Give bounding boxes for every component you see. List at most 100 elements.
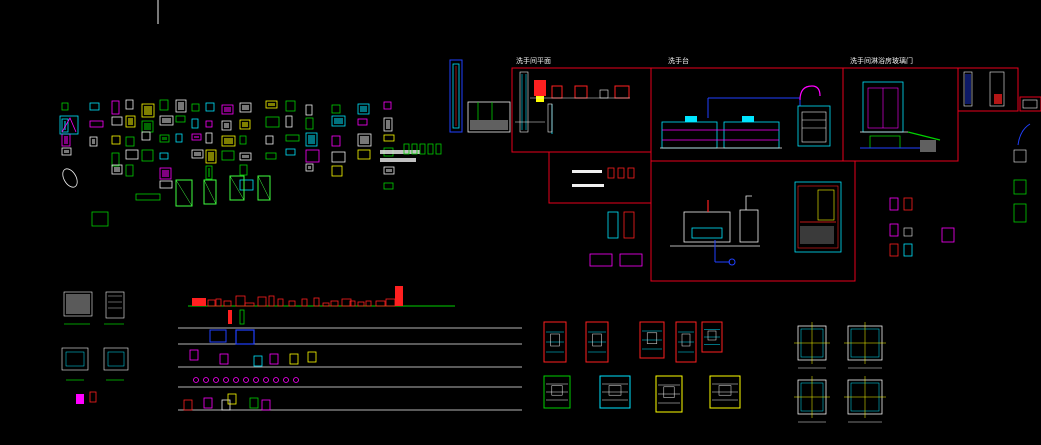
sheet-e-vanity-elevation[interactable] xyxy=(670,181,842,266)
cad-entity xyxy=(249,397,259,409)
cad-entity xyxy=(646,332,658,344)
symbol-block xyxy=(159,115,174,126)
symbol-block xyxy=(205,149,217,164)
symbol-block xyxy=(305,163,314,172)
symbol-fill xyxy=(144,123,151,130)
cad-entity xyxy=(293,377,299,383)
symbol-block xyxy=(331,165,343,177)
symbol-block xyxy=(265,100,278,109)
symbol-block xyxy=(331,115,346,127)
detail-block xyxy=(543,321,567,363)
cad-entity xyxy=(215,298,222,307)
cad-entity xyxy=(209,329,227,343)
symbol-fill xyxy=(194,152,201,156)
detail-block xyxy=(701,321,723,353)
symbol-fill xyxy=(162,137,167,140)
symbol-block xyxy=(111,116,123,126)
symbol-block xyxy=(357,149,371,160)
sheet-c-shower-glass-door[interactable] xyxy=(860,71,1038,152)
symbol-block xyxy=(239,164,248,176)
symbol-fill xyxy=(334,118,343,124)
cad-entity xyxy=(288,300,296,307)
cad-entity xyxy=(228,310,232,324)
symbol-fill xyxy=(224,107,231,112)
symbol-block xyxy=(125,115,136,128)
long-elevation-strip[interactable] xyxy=(188,286,455,307)
cad-entity xyxy=(435,143,442,155)
elevation-rails[interactable] xyxy=(178,309,522,411)
symbol-fill xyxy=(242,122,248,127)
right-edge-details[interactable] xyxy=(589,123,1031,267)
cad-entity xyxy=(277,298,284,307)
cad-entity xyxy=(135,193,161,201)
symbol-block xyxy=(305,104,313,116)
door-swing xyxy=(175,179,193,207)
detail-block xyxy=(655,375,683,413)
cad-entity xyxy=(365,300,372,307)
symbol-fill xyxy=(224,123,229,128)
cad-entity xyxy=(289,353,299,365)
cad-entity xyxy=(608,385,622,396)
symbol-block xyxy=(239,102,252,113)
door-block xyxy=(257,175,271,201)
cad-entity xyxy=(269,353,279,365)
detail-block xyxy=(675,321,697,363)
symbol-library[interactable] xyxy=(59,99,442,227)
symbol-block xyxy=(305,117,314,130)
lower-detail-sheets[interactable] xyxy=(543,321,741,413)
cad-entity xyxy=(663,386,675,398)
symbol-block xyxy=(175,115,186,123)
cad-entity xyxy=(357,301,365,307)
cad-entity xyxy=(223,300,232,307)
symbol-fill xyxy=(92,139,95,144)
cad-entity xyxy=(207,299,216,307)
symbol-block xyxy=(159,180,173,189)
symbol-block xyxy=(357,133,372,147)
symbol-fill xyxy=(162,118,171,123)
cad-entity xyxy=(322,302,330,307)
symbol-block xyxy=(61,102,69,111)
sheet-b-title: 洗手台 xyxy=(668,57,689,65)
lower-left-elevations[interactable] xyxy=(61,291,129,404)
symbol-block xyxy=(89,136,98,147)
symbol-block xyxy=(205,120,213,128)
door-block xyxy=(203,179,217,205)
symbol-block xyxy=(285,134,300,142)
symbol-block xyxy=(221,135,236,147)
detail-block xyxy=(599,375,631,409)
sheet-d-notes[interactable] xyxy=(572,167,635,187)
symbol-fill xyxy=(242,155,249,158)
cad-entity xyxy=(227,393,237,405)
symbol-block xyxy=(383,182,394,190)
symbol-block xyxy=(357,118,368,126)
detail-block xyxy=(639,321,665,359)
symbol-block xyxy=(205,165,213,180)
cad-entity xyxy=(330,300,339,307)
symbol-block xyxy=(383,166,395,175)
column-section[interactable] xyxy=(449,59,511,133)
symbol-block xyxy=(221,120,232,131)
cad-entity xyxy=(221,399,231,411)
lower-right-plans[interactable] xyxy=(794,322,886,423)
cad-entity xyxy=(183,399,193,411)
cad-entity xyxy=(283,377,289,383)
cad-entity xyxy=(244,302,255,307)
symbol-fill xyxy=(386,169,392,172)
sheet-a-bathroom-plan[interactable] xyxy=(515,71,630,134)
cad-entity xyxy=(681,333,691,347)
detail-block xyxy=(585,321,609,363)
symbol-block xyxy=(111,152,120,167)
sheet-b-vanity[interactable] xyxy=(660,85,831,149)
symbol-fill xyxy=(268,103,275,106)
symbol-fill xyxy=(114,167,120,172)
cad-entity xyxy=(268,295,275,307)
symbol-block xyxy=(221,150,235,161)
cad-entity xyxy=(385,298,396,307)
symbol-block xyxy=(383,117,393,132)
cad-entity xyxy=(235,329,255,345)
cad-entity xyxy=(203,377,209,383)
symbol-block xyxy=(285,100,296,112)
cad-entity xyxy=(273,377,279,383)
symbol-fill xyxy=(386,120,390,129)
